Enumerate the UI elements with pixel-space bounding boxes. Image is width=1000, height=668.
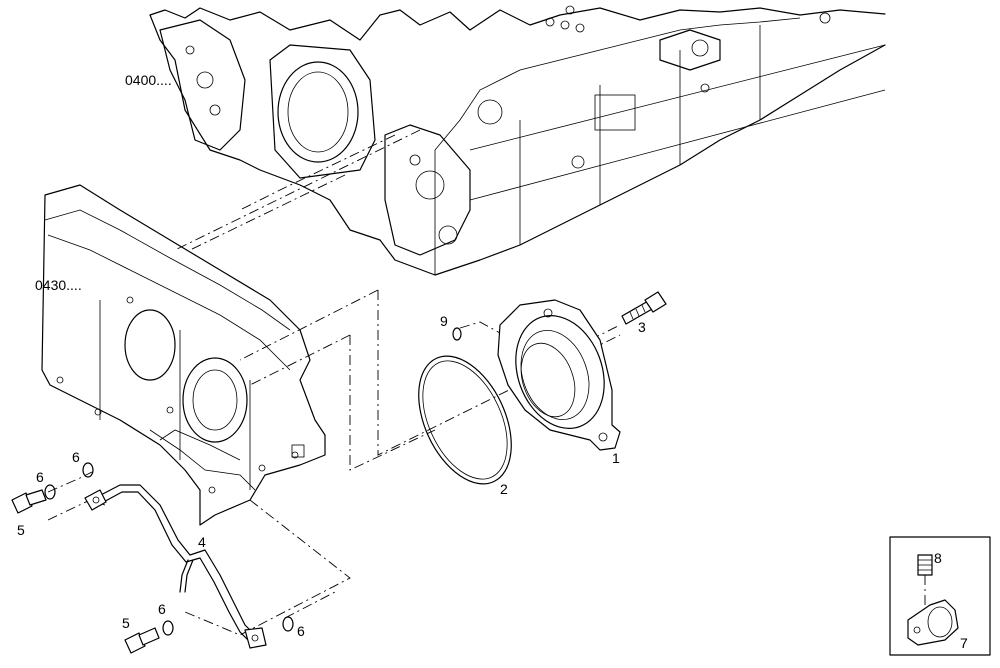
washer-upper-left: [44, 484, 56, 500]
washer-lower-left: [162, 620, 174, 636]
o-ring-seal: [418, 355, 512, 485]
washer-upper-right: [82, 462, 94, 478]
gear-housing: [41, 184, 326, 526]
callout-6-upper-right: 6: [72, 449, 80, 465]
o-ring-seal-inner: [422, 360, 508, 480]
callout-6-upper-left: 6: [36, 469, 44, 485]
assembly-lines: [47, 129, 926, 636]
callout-5-lower: 5: [122, 615, 130, 631]
cover-plate: [497, 299, 621, 451]
callout-3: 3: [638, 319, 646, 335]
cover-bolt: [621, 291, 667, 325]
callout-1: 1: [612, 450, 620, 466]
callout-8: 8: [934, 550, 942, 566]
callout-7: 7: [960, 635, 968, 651]
banjo-bolt-lower: [124, 627, 160, 654]
callout-2: 2: [500, 481, 508, 497]
inset-detail: [889, 536, 991, 656]
callout-6-lower-right: 6: [297, 623, 305, 639]
oil-pipe: [84, 484, 267, 649]
small-seal-ring: [452, 327, 462, 341]
banjo-bolt-upper: [11, 489, 47, 514]
ref-engine-block-label: 0400....: [125, 72, 172, 88]
callout-5-upper: 5: [17, 522, 25, 538]
ref-gear-housing-label: 0430....: [35, 277, 82, 293]
washer-lower-right: [282, 616, 294, 632]
engine-block: [149, 5, 886, 276]
callout-6-lower-left: 6: [158, 601, 166, 617]
callout-9: 9: [440, 313, 448, 329]
callout-4: 4: [198, 534, 206, 550]
